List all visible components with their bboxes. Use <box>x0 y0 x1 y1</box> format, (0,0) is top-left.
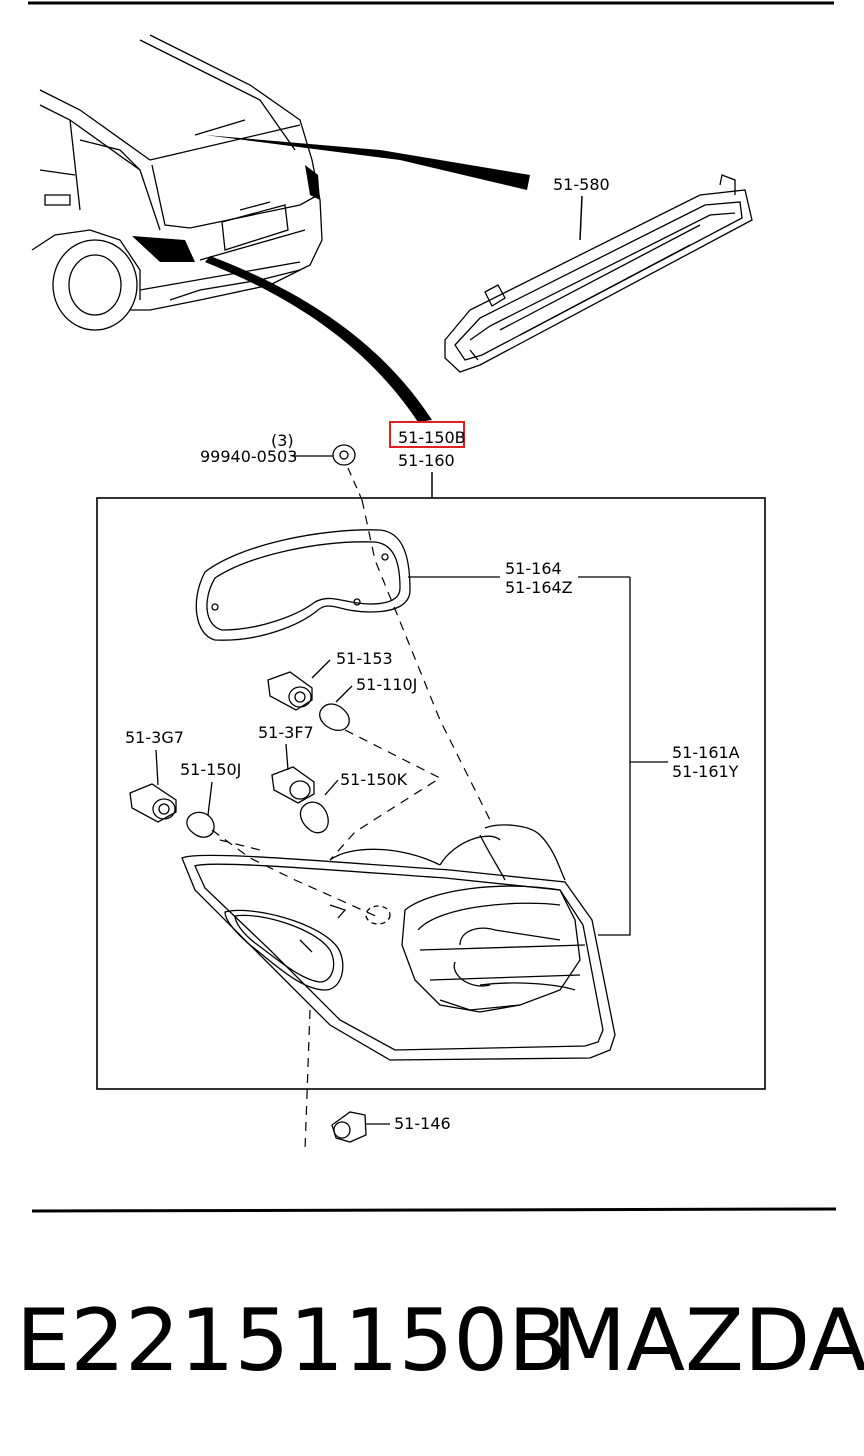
leader-51-150J <box>207 781 213 816</box>
gasket-part <box>195 529 411 641</box>
footer-brand: MAZDA <box>552 1291 864 1391</box>
leader-to-high-mount <box>205 135 530 190</box>
leader-51-3F7 <box>285 743 289 771</box>
clip-51-146 <box>331 1111 367 1143</box>
label-51-150K: 51-150K <box>340 770 408 789</box>
label-51-164: 51-164 <box>505 559 562 578</box>
leader-to-tail-lamp <box>205 256 432 422</box>
socket-51-3F7 <box>271 766 315 804</box>
label-51-3F7: 51-3F7 <box>258 723 314 742</box>
high-mount-stop-lamp <box>444 174 753 373</box>
car-tail-lamp <box>132 236 195 262</box>
label-51-161Y: 51-161Y <box>672 762 739 781</box>
assembly-frame <box>96 497 766 1090</box>
label-qty: (3) <box>271 431 294 450</box>
label-51-161A: 51-161A <box>672 743 740 762</box>
label-99940-0503: 99940-0503 <box>200 447 297 466</box>
leader-51-3G7 <box>155 749 159 786</box>
leader-51-580 <box>579 195 583 241</box>
leader-51-153 <box>311 659 331 679</box>
label-51-146: 51-146 <box>394 1114 451 1133</box>
label-51-164Z: 51-164Z <box>505 578 573 597</box>
nut-part <box>332 444 356 466</box>
leader-51-150K <box>324 779 339 796</box>
footer-part-number: E22151150B <box>16 1291 567 1391</box>
highlight-box <box>389 421 465 448</box>
label-51-153: 51-153 <box>336 649 393 668</box>
label-51-3G7: 51-3G7 <box>125 728 184 747</box>
socket-51-3G7 <box>129 783 177 823</box>
car-lamp-right <box>305 165 320 200</box>
bulb-51-150J <box>186 811 215 838</box>
socket-51-153 <box>267 671 313 711</box>
bulb-51-150K <box>299 801 329 834</box>
label-51-580: 51-580 <box>553 175 610 194</box>
car-rear-illustration <box>31 34 323 331</box>
bottom-rule <box>31 1207 837 1213</box>
leader-51-110J <box>335 685 353 703</box>
tail-lamp-assembly <box>181 824 616 1061</box>
bracket-51-161 <box>598 577 631 936</box>
bulb-51-110J <box>319 703 350 731</box>
assembly-dash-lines <box>211 499 491 1151</box>
label-51-110J: 51-110J <box>356 675 417 694</box>
label-51-150B: 51-150B <box>398 428 466 447</box>
label-51-150J: 51-150J <box>180 760 241 779</box>
label-51-160: 51-160 <box>398 451 455 470</box>
nut-dash <box>347 467 363 501</box>
